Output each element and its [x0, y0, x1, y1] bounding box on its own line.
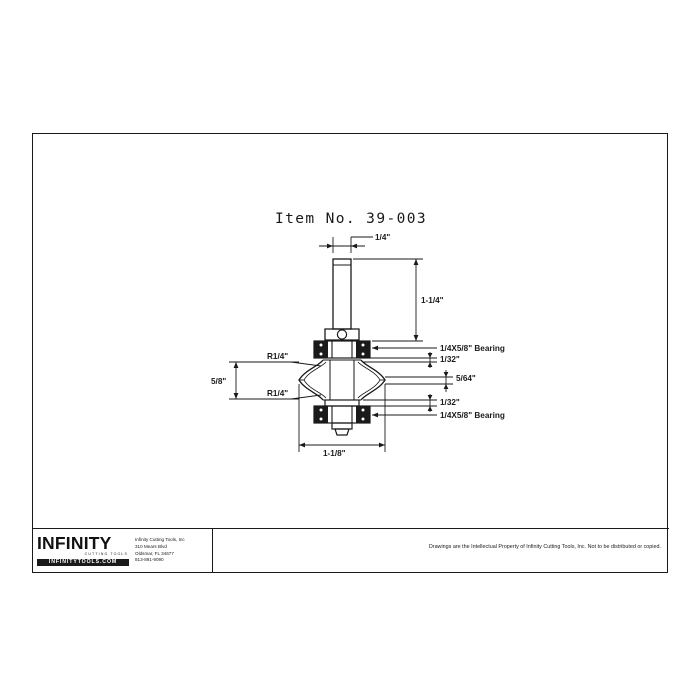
dim-label-shank-length: 1-1/4": [421, 296, 444, 305]
dim-bottom-gap: 1/32": [363, 394, 460, 412]
company-logo-block: INFINITY CUTTING TOOLS INFINITYTOOLS.COM…: [33, 529, 213, 572]
dim-shank-diameter: 1/4": [319, 233, 390, 253]
lower-hub: [324, 399, 360, 407]
cutter-profile: [298, 359, 386, 401]
address-line-1: Infinity Cutting Tools, Inc: [135, 536, 185, 542]
router-bit-geometry: [298, 258, 386, 436]
dim-label-cut-width: 1-1/8": [323, 449, 346, 458]
callout-label-radius-top: R1/4": [267, 352, 288, 361]
callout-label-radius-bottom: R1/4": [267, 389, 288, 398]
dim-cut-height: 5/8": [211, 361, 299, 400]
address-line-2: 310 Mears Blvd: [135, 543, 167, 549]
dim-label-cut-height: 5/8": [211, 377, 226, 386]
upper-hub: [324, 328, 360, 341]
title-block: INFINITY CUTTING TOOLS INFINITYTOOLS.COM…: [33, 528, 669, 572]
logo-tagline: CUTTING TOOLS: [84, 552, 128, 557]
page-title: Item No. 39-003: [275, 211, 427, 227]
infinity-logo-icon: INFINITY CUTTING TOOLS INFINITYTOOLS.COM: [37, 532, 129, 567]
company-address: Infinity Cutting Tools, Inc 310 Mears Bl…: [129, 537, 212, 565]
callout-label-bottom-bearing: 1/4X5/8" Bearing: [440, 411, 505, 420]
address-line-4: 813-891-9090: [135, 557, 164, 563]
dim-cut-width: 1-1/8": [298, 384, 386, 458]
logo-wordmark: INFINITY: [37, 532, 112, 553]
dim-top-gap: 1/32": [363, 352, 460, 368]
dim-label-mid-flat: 5/64": [456, 374, 476, 383]
callout-top-bearing: 1/4X5/8" Bearing: [372, 344, 505, 353]
callout-bottom-bearing: 1/4X5/8" Bearing: [372, 411, 505, 420]
address-line-3: Oldsmar, FL 34677: [135, 550, 174, 556]
shank: [332, 258, 352, 330]
retaining-screw: [331, 422, 353, 436]
dim-shank-length: 1-1/4": [353, 258, 444, 342]
copyright-notice: Drawings are the Intellectual Property o…: [428, 544, 661, 550]
callout-radius-bottom: R1/4": [265, 389, 322, 400]
bottom-bearing: [313, 405, 371, 424]
logo-website-bar: INFINITYTOOLS.COM: [37, 558, 129, 567]
dim-label-top-gap: 1/32": [440, 355, 460, 364]
dim-label-bottom-gap: 1/32": [440, 398, 460, 407]
dim-mid-flat: 5/64": [385, 370, 476, 392]
callout-radius-top: R1/4": [265, 352, 322, 367]
router-bit-technical-drawing: 1/4" 1-1/4" 1/4X5/8" Bearing: [211, 233, 505, 458]
dim-label-shank-diameter: 1/4": [375, 233, 390, 242]
callout-label-top-bearing: 1/4X5/8" Bearing: [440, 344, 505, 353]
drawing-frame: Item No. 39-003: [32, 133, 669, 573]
top-bearing: [313, 340, 371, 359]
